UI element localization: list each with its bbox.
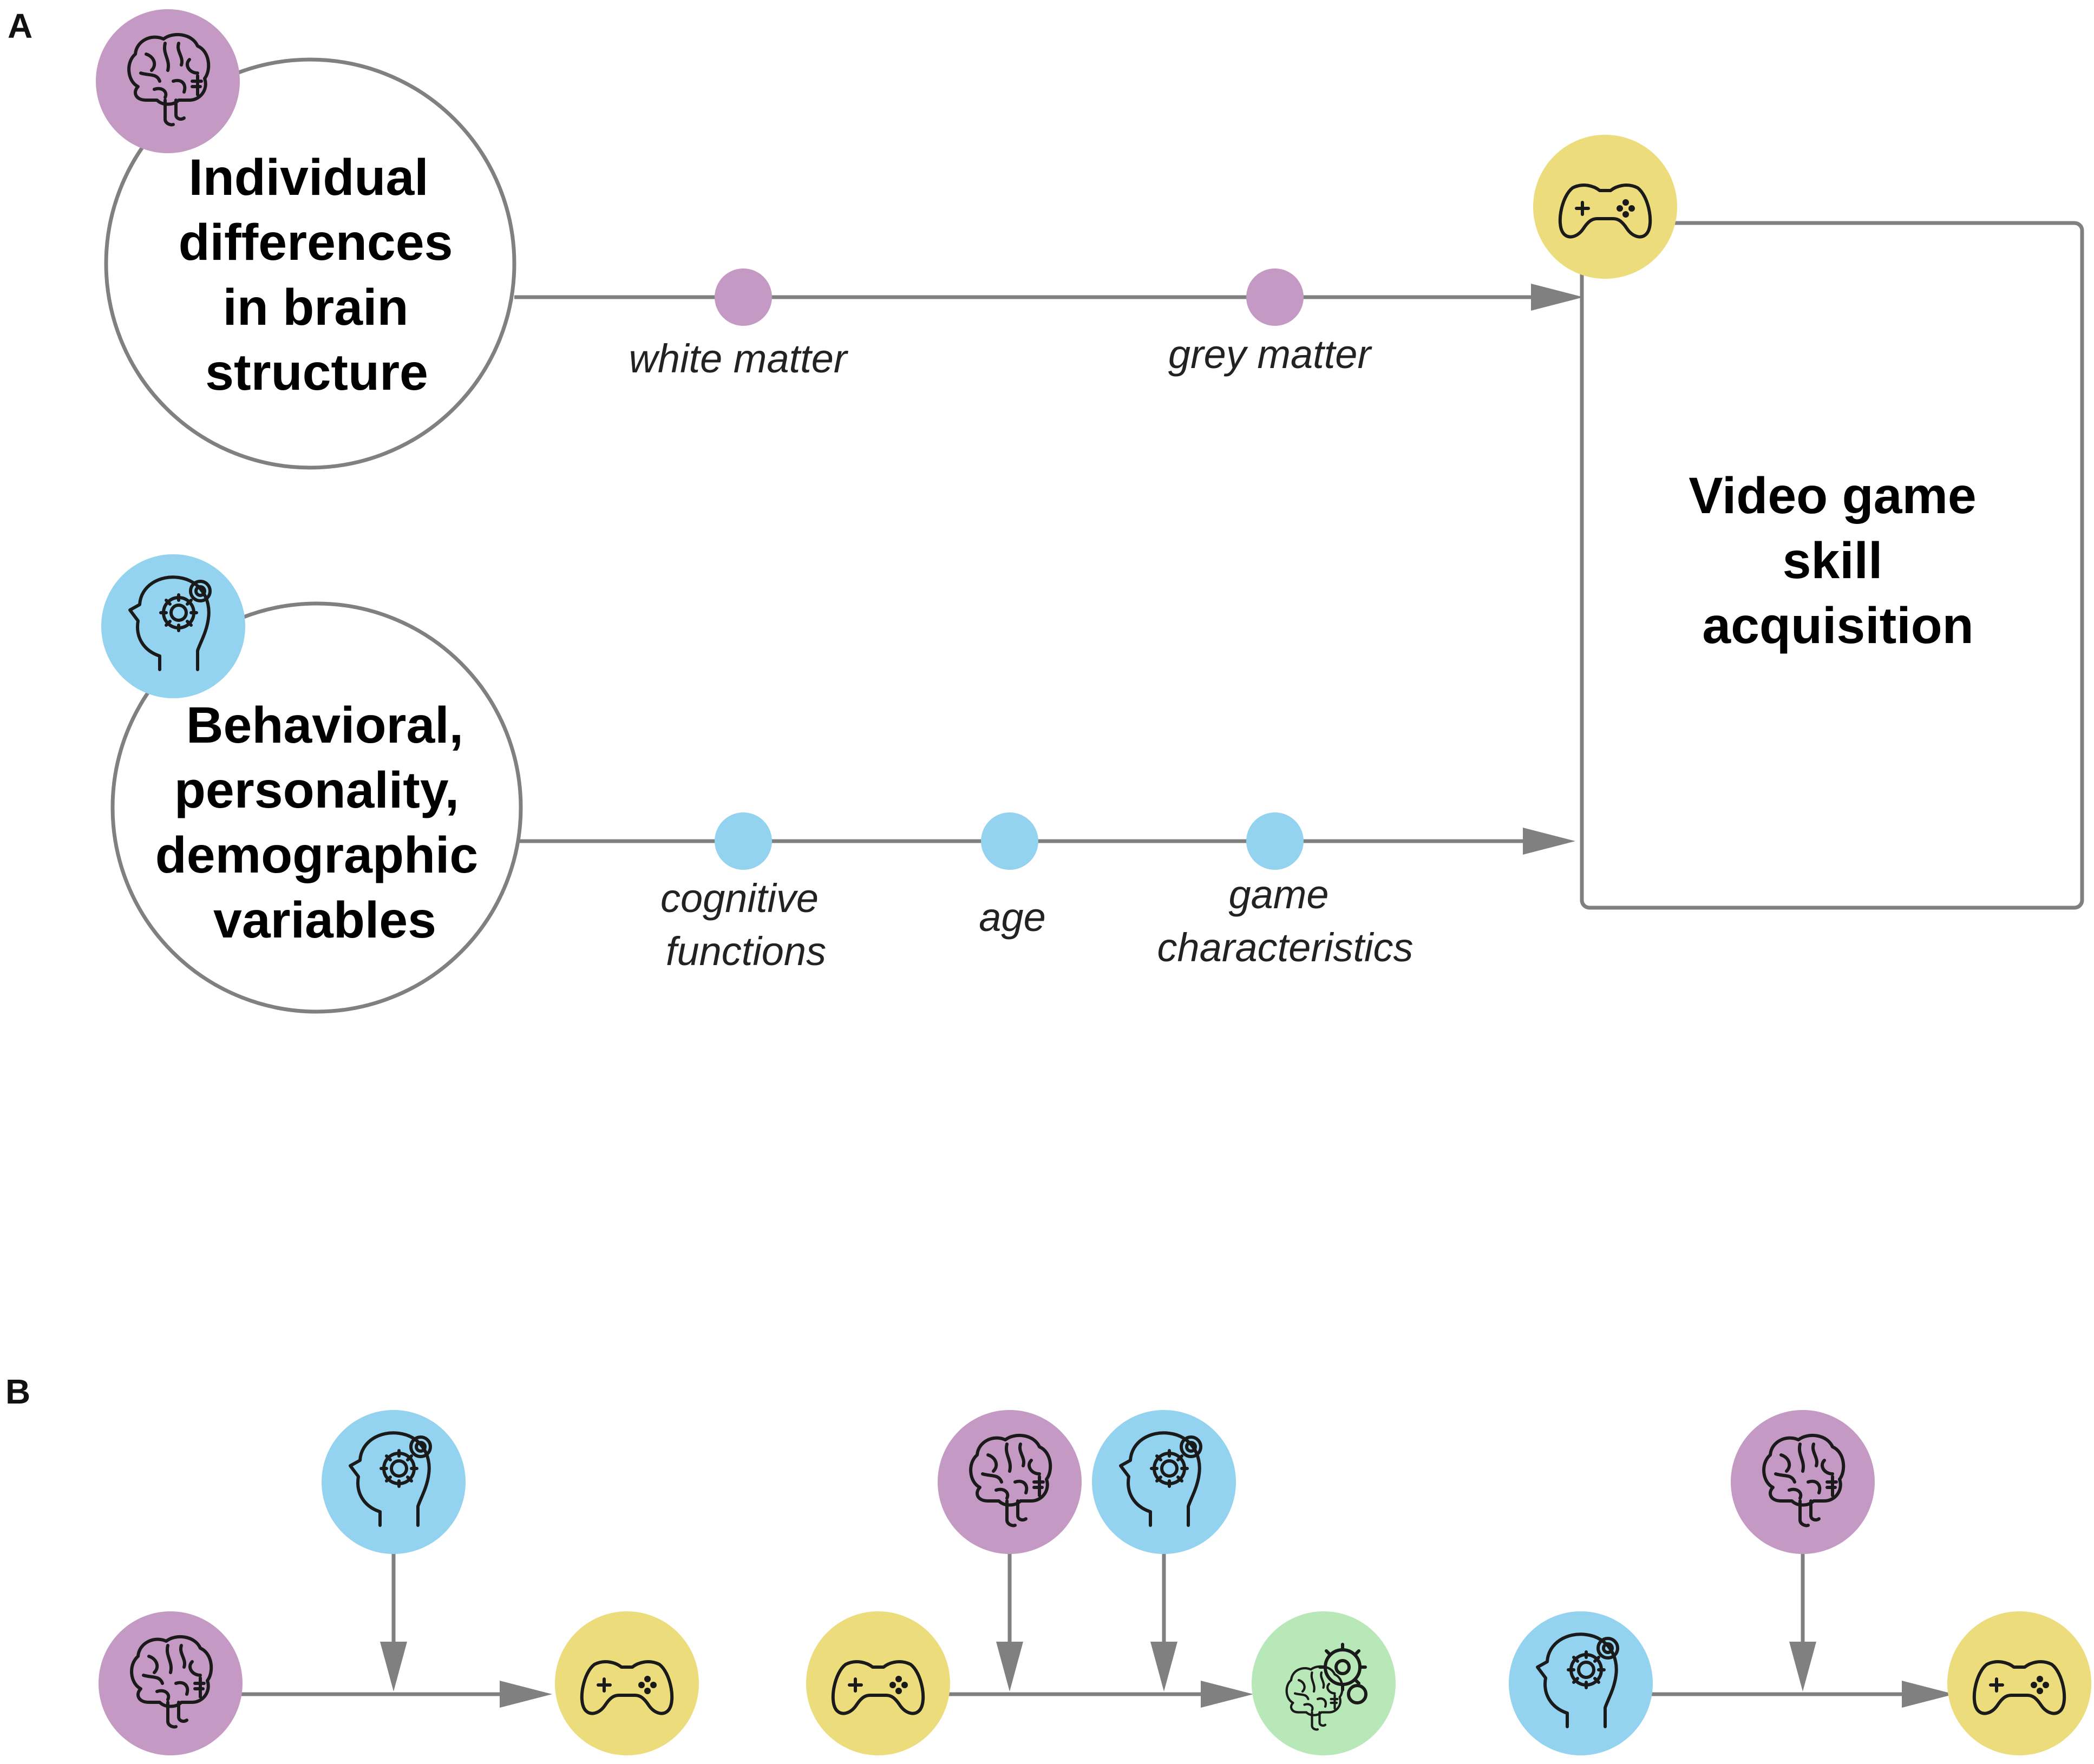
- white-matter-label: white matter: [629, 336, 848, 381]
- panel-label-a: A: [8, 6, 32, 45]
- model-2-main-arrowhead: [1201, 1681, 1253, 1708]
- age-label: age: [979, 895, 1045, 940]
- model-3-main-arrowhead: [1902, 1681, 1954, 1708]
- model-2-moderator-1-circle: [938, 1410, 1082, 1554]
- model-3: [1509, 1410, 2091, 1755]
- model-1-moderator-arrowhead: [380, 1642, 407, 1691]
- brain-structure-circle: [104, 57, 516, 470]
- video-game-skill-box: [1580, 221, 2084, 910]
- behavior-path: cognitive functions age game characteris…: [520, 812, 1575, 974]
- model-1-source-circle: [99, 1611, 243, 1755]
- model-3-moderator-circle: [1731, 1410, 1875, 1554]
- video-game-skill-text-line-2: skill: [1783, 532, 1883, 589]
- cognitive-functions-label-line-2: functions: [666, 929, 826, 974]
- model-3-moderator-arrowhead: [1789, 1642, 1816, 1691]
- model-2-moderator-2-arrowhead: [1150, 1642, 1177, 1691]
- model-2-moderator-1-arrowhead: [996, 1642, 1023, 1691]
- white-matter-dot: [715, 268, 772, 326]
- model-3-target-circle: [1947, 1611, 2091, 1755]
- behavioral-node: Behavioral, personality, demographic var…: [101, 554, 523, 1014]
- behavior-badge: [101, 554, 245, 698]
- game-characteristics-dot: [1246, 812, 1304, 870]
- grey-matter-dot: [1246, 268, 1304, 326]
- video-game-skill-node: Video game skill acquisition: [1533, 135, 2084, 910]
- cognitive-functions-label-line-1: cognitive: [660, 876, 819, 921]
- behavioral-text-line-2: personality,: [174, 762, 459, 819]
- model-1-main-arrowhead: [500, 1681, 552, 1708]
- behavior-path-arrowhead: [1523, 828, 1575, 855]
- behavioral-text-line-3: demographic: [155, 827, 479, 884]
- game-characteristics-label-line-1: game: [1228, 872, 1329, 917]
- brain-badge: [96, 9, 240, 153]
- brain-path-arrowhead: [1531, 284, 1583, 311]
- brain-structure-text-line-4: structure: [205, 344, 428, 401]
- brain-structure-text-line-3: in brain: [223, 279, 408, 336]
- model-2-source-circle: [806, 1611, 950, 1755]
- game-characteristics-label-line-2: characteristics: [1157, 925, 1414, 970]
- model-2: [806, 1410, 1396, 1755]
- brain-path: white matter grey matter: [514, 268, 1583, 381]
- brain-badge-circle: [96, 9, 240, 153]
- video-game-skill-text-line-1: Video game: [1689, 467, 1977, 524]
- age-dot: [981, 812, 1038, 870]
- game-badge: [1533, 135, 1677, 279]
- video-game-skill-text-line-3: acquisition: [1702, 597, 1973, 654]
- brain-structure-text-line-1: Individual: [188, 149, 428, 206]
- brain-structure-text-line-2: differences: [179, 214, 453, 271]
- panel-label-b: B: [5, 1372, 30, 1411]
- model-1-target-circle: [555, 1611, 699, 1755]
- behavioral-circle: [110, 601, 523, 1014]
- game-badge-circle: [1533, 135, 1677, 279]
- grey-matter-label: grey matter: [1168, 332, 1373, 377]
- behavioral-text-line-4: variables: [213, 891, 436, 949]
- brain-structure-node: Individual differences in brain structur…: [96, 9, 516, 470]
- model-1: [99, 1410, 699, 1755]
- cognitive-functions-dot: [715, 812, 772, 870]
- behavioral-text-line-1: Behavioral,: [186, 697, 463, 754]
